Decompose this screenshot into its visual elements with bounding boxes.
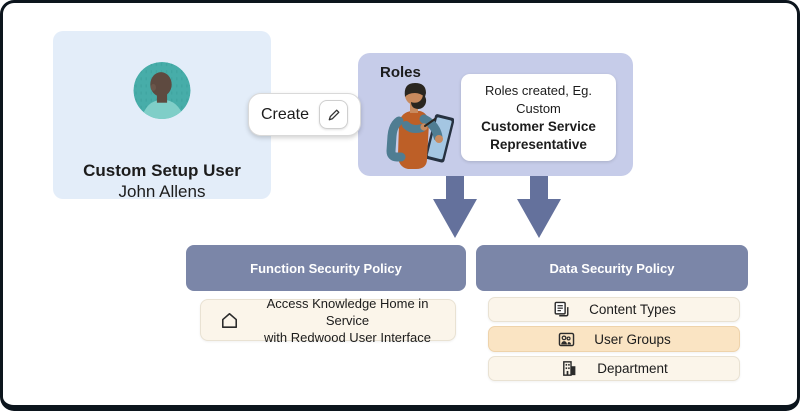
data-policy-item-label: User Groups — [594, 331, 671, 347]
roles-note-box: Roles created, Eg. Custom Customer Servi… — [461, 74, 616, 161]
roles-card: Roles Roles cr — [358, 53, 633, 176]
department-icon — [560, 359, 579, 378]
user-groups-icon — [557, 330, 576, 349]
data-policy-item-user-groups: User Groups — [488, 326, 740, 352]
function-policy-item: Access Knowledge Home in Service with Re… — [200, 296, 456, 345]
pencil-icon — [319, 100, 349, 129]
content-types-icon — [552, 300, 571, 319]
data-policy-item-list: Content Types User Groups — [488, 297, 740, 381]
create-button-label: Create — [260, 105, 310, 123]
user-card-name: John Allens — [118, 182, 206, 201]
function-policy-item-label: Access Knowledge Home in Service with Re… — [264, 295, 431, 345]
user-avatar-icon — [133, 62, 191, 119]
data-policy-item-content-types: Content Types — [488, 297, 740, 322]
down-arrow-icon — [433, 175, 477, 238]
roles-note-line3: Customer Service — [481, 118, 596, 134]
data-policy-item-label: Department — [597, 361, 668, 376]
roles-note-line1: Roles created, Eg. — [485, 82, 592, 98]
down-arrow-icon — [517, 175, 561, 238]
data-policy-item-label: Content Types — [589, 302, 676, 317]
create-button[interactable]: Create — [248, 93, 361, 136]
data-policy-item-department: Department — [488, 356, 740, 381]
home-icon — [221, 312, 238, 328]
roles-note-line2: Custom — [516, 100, 561, 116]
custom-setup-user-card: Custom Setup User John Allens — [53, 31, 271, 201]
function-security-policy-header: Function Security Policy — [186, 245, 466, 291]
user-card-title: Custom Setup User — [83, 161, 241, 180]
roles-card-title: Roles — [380, 64, 421, 81]
data-security-policy-header: Data Security Policy — [476, 245, 748, 291]
roles-note-line4: Representative — [490, 136, 587, 152]
man-with-tablet-illustration — [386, 83, 454, 169]
